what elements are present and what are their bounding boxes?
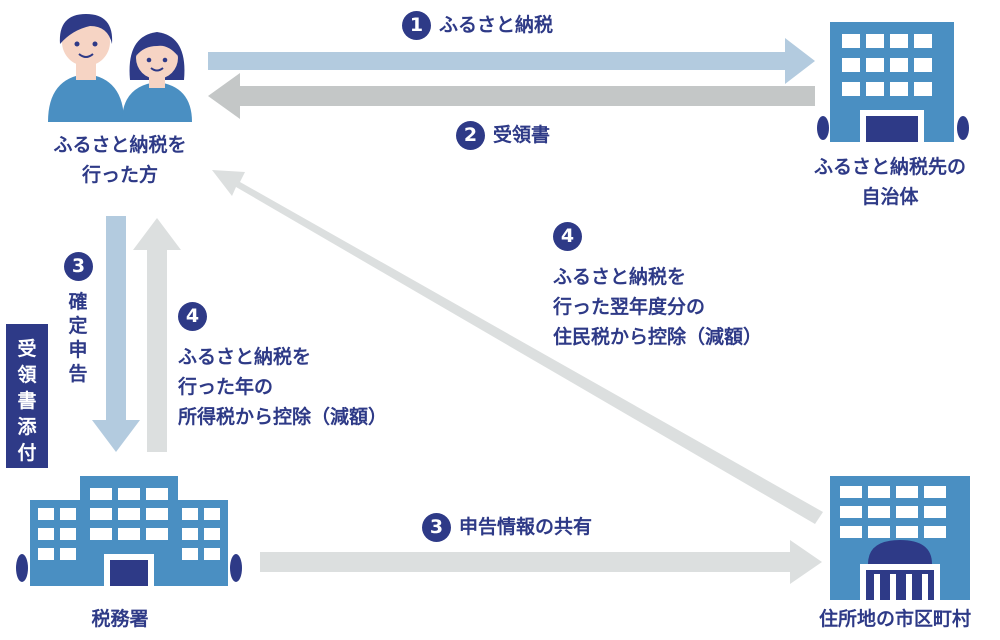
arrow-resident-tax-deduction — [212, 170, 823, 524]
flow-4-income-tax-line2: 行った年の — [178, 376, 274, 398]
destination-building-icon — [817, 22, 969, 142]
arrow-info-sharing — [260, 540, 822, 584]
flow-4-income-tax-line1: ふるさと納税を — [178, 346, 312, 368]
flow-2-label: 2 受領書 — [456, 120, 550, 150]
flow-4-resident-tax-line3: 住民税から控除（減額） — [553, 326, 763, 348]
flow-1-text: ふるさと納税 — [439, 14, 554, 36]
flow-4-income-tax-line3: 所得税から控除（減額） — [178, 406, 388, 428]
donor-label-line2: 行った方 — [81, 164, 158, 186]
flow-4-income-tax-text: ふるさと納税を 行った年の 所得税から控除（減額） — [178, 342, 387, 432]
step-badge-4-income-tax: 4 — [178, 302, 207, 331]
destination-label: ふるさと納税先の 自治体 — [790, 152, 990, 212]
flow-1-label: 1 ふるさと納税 — [402, 10, 553, 40]
flow-2-text: 受領書 — [493, 124, 551, 146]
step-badge-4-resident-tax: 4 — [553, 222, 582, 251]
tax-office-label: 税務署 — [91, 608, 149, 630]
receipt-attached-tag: 受領書添付 — [6, 324, 48, 468]
destination-label-line1: ふるさと納税先の — [813, 156, 966, 178]
step-badge-2: 2 — [456, 120, 485, 150]
flow-3-tax-return-text: 確定申告 — [68, 291, 88, 385]
residence-building-icon — [830, 476, 970, 600]
destination-label-line2: 自治体 — [861, 186, 919, 208]
donor-label-line1: ふるさと納税を — [53, 134, 187, 156]
arrow-income-tax-deduction — [133, 218, 181, 452]
tax-office-building-icon — [16, 476, 242, 586]
donor-people-icon — [48, 14, 192, 122]
step-badge-3-tax-return: 3 — [64, 252, 93, 281]
step-badge-1: 1 — [402, 10, 431, 40]
step-badge-3-info-sharing: 3 — [422, 512, 451, 542]
arrow-furusato-payment — [208, 38, 815, 84]
flow-4-resident-tax-line2: 行った翌年度分の — [553, 296, 706, 318]
residence-label: 住所地の市区町村 — [818, 608, 971, 630]
flow-4-resident-tax-line1: ふるさと納税を — [553, 266, 687, 288]
flow-3-info-sharing-label: 3 申告情報の共有 — [422, 512, 592, 542]
arrow-receipt — [208, 73, 815, 119]
flow-3-info-sharing-text: 申告情報の共有 — [459, 516, 593, 538]
receipt-attached-text: 受領書添付 — [17, 338, 37, 464]
donor-label: ふるさと納税を 行った方 — [20, 130, 220, 190]
flow-4-resident-tax-text: ふるさと納税を 行った翌年度分の 住民税から控除（減額） — [553, 262, 762, 352]
arrow-tax-return — [92, 216, 140, 452]
